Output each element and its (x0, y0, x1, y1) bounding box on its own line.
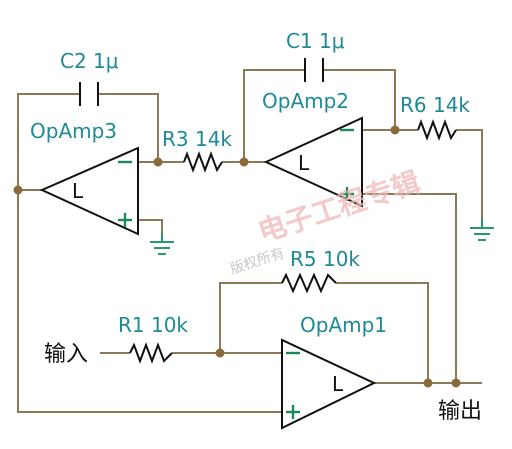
resistor-r1 (129, 342, 173, 364)
resistor-r6 (417, 119, 457, 141)
label-c2: C2 1μ (60, 49, 119, 73)
capacitor-c2 (79, 82, 99, 106)
opamp3-letter: L (72, 179, 84, 203)
watermark-sub: 版权所有 (228, 245, 286, 278)
output-label: 输出 (438, 399, 482, 424)
opamp3-triangle (39, 146, 139, 236)
label-r6: R6 14k (400, 93, 470, 117)
label-opamp3: OpAmp3 (30, 119, 117, 143)
opamp1-triangle (281, 338, 377, 430)
junction-dots (13, 125, 461, 388)
resistor-r5 (281, 272, 337, 294)
watermark-main: 电子工程专辑 (254, 165, 424, 248)
label-r3: R3 14k (162, 127, 232, 151)
opamp2-triangle (263, 116, 363, 208)
label-opamp1: OpAmp1 (300, 313, 387, 337)
capacitor-c1 (304, 58, 324, 82)
resistor-r3 (183, 151, 223, 173)
label-opamp2: OpAmp2 (262, 89, 349, 113)
ground-symbol-r6 (470, 218, 494, 241)
ground-symbol-opamp3 (150, 232, 174, 255)
input-label: 输入 (44, 342, 88, 367)
label-c1: C1 1μ (286, 29, 345, 53)
label-r5: R5 10k (290, 247, 360, 271)
opamp2-letter: L (298, 151, 310, 175)
opamp1-letter: L (332, 372, 344, 396)
label-r1: R1 10k (118, 313, 188, 337)
